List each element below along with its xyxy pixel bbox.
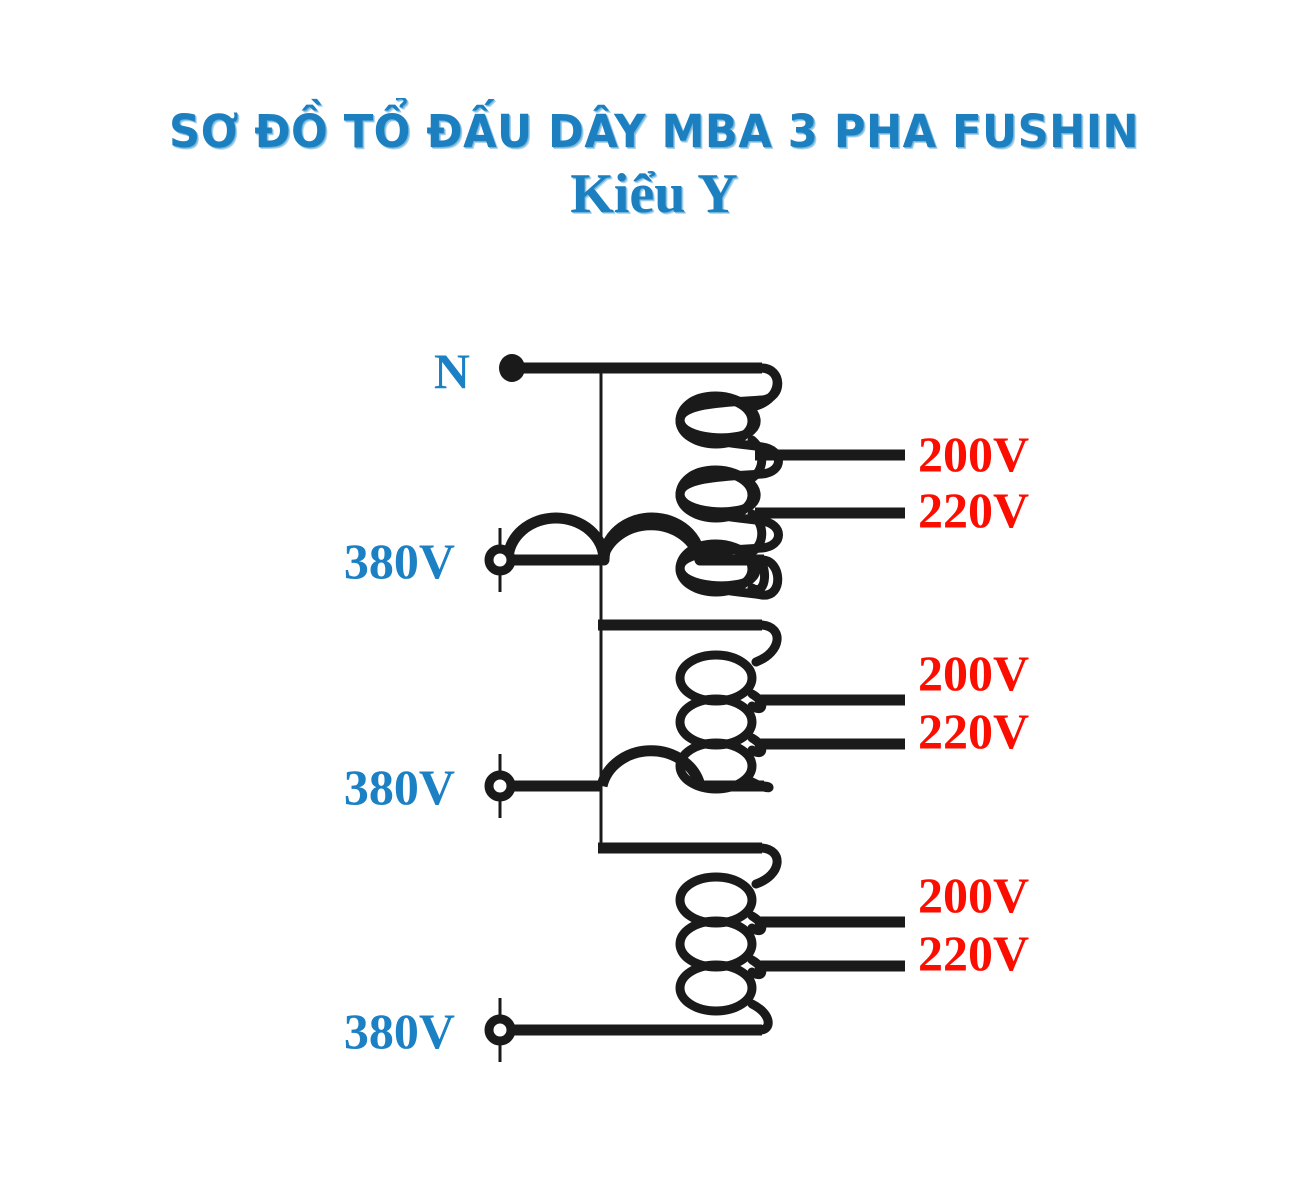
neutral-terminal-dot[interactable] (499, 354, 525, 382)
phase-1-input-label: 380V (344, 533, 455, 589)
neutral-label: N (434, 343, 470, 399)
phase-2-wire-hop (596, 745, 706, 788)
phase-2-input-label: 380V (344, 759, 455, 815)
phase-1-tap-220v-label: 220V (918, 482, 1029, 538)
phase-3-input-label: 380V (344, 1003, 455, 1059)
phase-1-coil (675, 363, 783, 600)
phase-2-input-terminal[interactable] (484, 770, 516, 802)
phase-3-tap-220v-label: 220V (918, 925, 1029, 981)
phase-2-tap-200v-label: 200V (918, 645, 1029, 701)
phase-1-tap-200v-label: 200V (918, 426, 1029, 482)
page-subtitle: Kiểu Y (570, 163, 738, 226)
page-title: SƠ ĐỒ TỔ ĐẤU DÂY MBA 3 PHA FUSHIN (168, 105, 1140, 158)
phase-3-coil (675, 843, 782, 1035)
title-block: SƠ ĐỒ TỔ ĐẤU DÂY MBA 3 PHA FUSHIN Kiểu Y (0, 108, 1308, 224)
phase-3-tap-200v-label: 200V (918, 867, 1029, 923)
phase-1-wire-hop (596, 519, 706, 562)
phase-2-tap-220v-label: 220V (918, 703, 1029, 759)
phase-2-group: 380V 200V 220V (344, 619, 1029, 818)
phase-3-group: 380V 200V 220V (344, 842, 1029, 1062)
phase-1-group: 380V 200V 220V (344, 354, 1029, 600)
phase-3-input-terminal[interactable] (484, 1014, 516, 1046)
phase-1-input-terminal[interactable] (484, 544, 516, 576)
